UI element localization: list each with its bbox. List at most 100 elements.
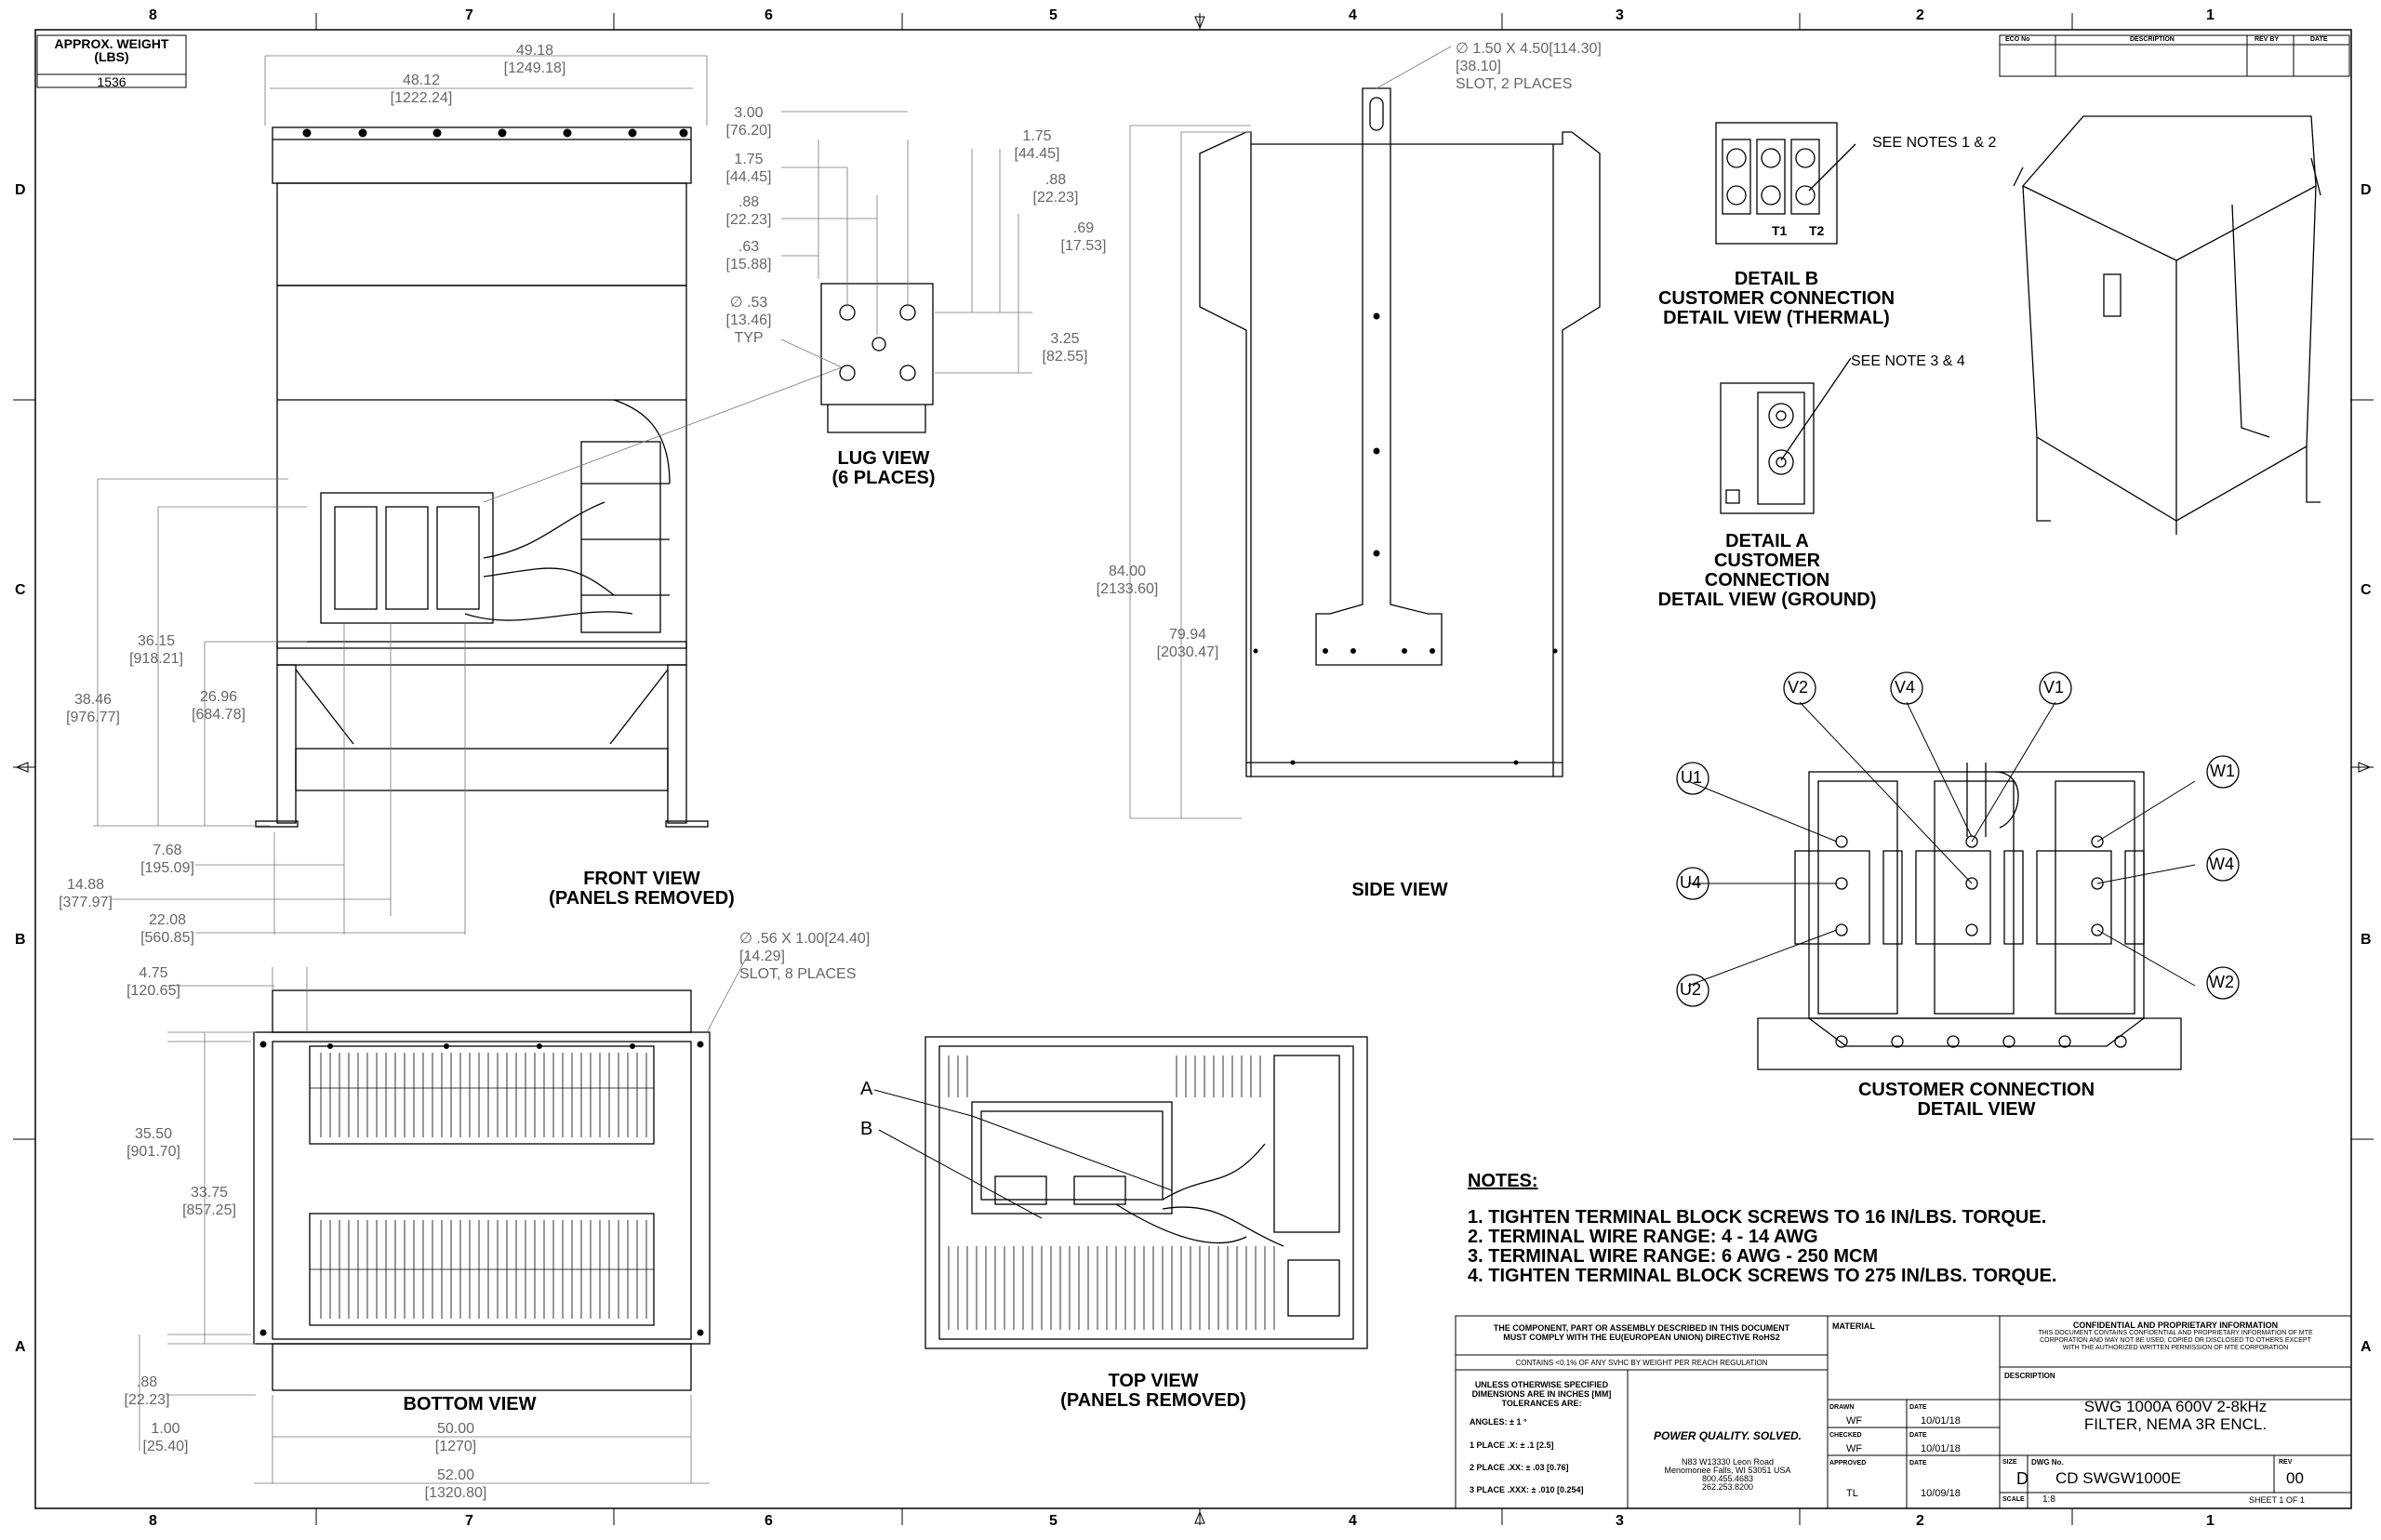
rev-table-revby: REV BY <box>2255 36 2280 43</box>
zone-7: 7 <box>465 7 473 23</box>
description-label: DESCRIPTION <box>2004 1372 2055 1380</box>
title-block <box>1455 1315 2352 1509</box>
terminal-u1: U1 <box>1681 768 1703 787</box>
bottom-view-title: BOTTOM VIEW <box>403 1394 537 1414</box>
zone-6: 6 <box>765 7 773 23</box>
lug-dim-1-75: 1.75[44.45] <box>725 152 772 185</box>
dwg-no-label: DWG No. <box>2031 1458 2064 1467</box>
side-dim-lines <box>1129 46 1452 819</box>
terminal-w2: W2 <box>2209 973 2234 991</box>
sheet-border <box>34 29 2352 1509</box>
detail-b-drawing <box>1715 122 1856 245</box>
zone-8: 8 <box>149 7 157 23</box>
bottom-dim-lines <box>139 952 750 1484</box>
lug-dim-lines <box>780 111 1032 374</box>
see-notes-3-4: SEE NOTE 3 & 4 <box>1851 353 1965 369</box>
checked-date-label: DATE <box>1909 1432 1927 1439</box>
tolerance-2-place: 2 PLACE .XX: ± .03 [0.76] <box>1470 1463 1569 1472</box>
top-view-slots <box>948 1055 1275 1330</box>
drawn-date: 10/01/18 <box>1921 1415 1961 1427</box>
company-slogan: POWER QUALITY. SOLVED. <box>1654 1429 1802 1442</box>
tolerance-angles: ANGLES: ± 1 ° <box>1470 1417 1527 1427</box>
notes-heading: NOTES: <box>1468 1171 1538 1191</box>
approved-date-label: DATE <box>1909 1460 1927 1467</box>
t1-label: T1 <box>1772 223 1788 238</box>
reach-statement: CONTAINS <0.1% OF ANY SVHC BY WEIGHT PER… <box>1515 1359 1768 1367</box>
front-view-bolts <box>302 128 688 138</box>
drawn-date-label: DATE <box>1909 1404 1927 1411</box>
zone-1: 1 <box>2206 7 2215 23</box>
dim-7-68: 7.68[195.09] <box>140 843 194 876</box>
zone-8-bottom: 8 <box>149 1513 157 1529</box>
slot-dim-1-50: ∅ 1.50 X 4.50[114.30][38.10]SLOT, 2 PLAC… <box>1456 41 1602 92</box>
zone-4-bottom: 4 <box>1349 1513 1357 1529</box>
zone-d: D <box>15 182 26 198</box>
zone-c: C <box>15 582 26 598</box>
checked-date: 10/01/18 <box>1921 1443 1961 1454</box>
notes: NOTES: 1. TIGHTEN TERMINAL BLOCK SCREWS … <box>1468 1172 2056 1286</box>
lug-dim-0-53: ∅ .53[13.46]TYP <box>725 295 772 346</box>
detail-a-drawing <box>1720 357 1852 514</box>
dim-52-00: 52.00[1320.80] <box>424 1467 487 1501</box>
note-4: 4. TIGHTEN TERMINAL BLOCK SCREWS TO 275 … <box>1468 1266 2057 1286</box>
dim-bottom-1-00: 1.00[25.40] <box>142 1421 189 1454</box>
note-1: 1. TIGHTEN TERMINAL BLOCK SCREWS TO 16 I… <box>1468 1207 2047 1228</box>
top-view-title: TOP VIEW(PANELS REMOVED) <box>1060 1371 1246 1411</box>
revision-table <box>1999 34 2350 77</box>
rev-table-date: DATE <box>2310 36 2328 43</box>
side-view-drawing <box>1199 87 1601 777</box>
checked-label: CHECKED <box>1829 1432 1862 1439</box>
zone-5-bottom: 5 <box>1049 1513 1057 1529</box>
dim-26-96: 26.96[684.78] <box>192 689 246 723</box>
lug-dim-r-0-69: .69[17.53] <box>1060 220 1107 254</box>
customer-connection-drawing <box>1757 763 2182 1070</box>
sheet-size: D <box>2016 1469 2029 1488</box>
bottom-view-drawing <box>253 989 711 1391</box>
terminal-w4: W4 <box>2209 855 2234 873</box>
note-2: 2. TERMINAL WIRE RANGE: 4 - 14 AWG <box>1468 1227 1818 1247</box>
zone-d-right: D <box>2361 182 2372 198</box>
rev-table-eco: ECO No <box>2005 36 2030 43</box>
terminal-u2: U2 <box>1680 980 1702 999</box>
zone-7-bottom: 7 <box>465 1513 473 1529</box>
lug-dim-r-1-75: 1.75[44.45] <box>1014 128 1060 162</box>
front-view-title: FRONT VIEW(PANELS REMOVED) <box>549 869 735 909</box>
zone-1-bottom: 1 <box>2206 1513 2215 1529</box>
terminal-v4: V4 <box>1895 678 1916 697</box>
dim-35-50: 35.50[901.70] <box>126 1126 180 1160</box>
callout-b: B <box>860 1119 873 1139</box>
side-view-holes <box>1253 312 1558 765</box>
terminal-u4: U4 <box>1680 873 1702 892</box>
drawn-label: DRAWN <box>1829 1404 1855 1411</box>
zone-c-right: C <box>2361 582 2372 598</box>
side-view-title: SIDE VIEW <box>1351 880 1448 900</box>
zone-4: 4 <box>1349 7 1357 23</box>
terminal-w1: W1 <box>2210 762 2235 780</box>
revision-number: 00 <box>2286 1469 2304 1487</box>
top-view-leaders <box>873 1089 1173 1219</box>
dim-36-15: 36.15[918.21] <box>129 633 183 667</box>
isometric-view-drawing <box>2013 115 2321 535</box>
lug-view-title: LUG VIEW(6 PLACES) <box>831 448 936 488</box>
zone-6-bottom: 6 <box>765 1513 773 1529</box>
t2-label: T2 <box>1809 223 1825 238</box>
note-3: 3. TERMINAL WIRE RANGE: 6 AWG - 250 MCM <box>1468 1246 1879 1267</box>
approved-date: 10/09/18 <box>1921 1488 1961 1499</box>
terminal-v1: V1 <box>2043 678 2065 697</box>
weight-value: 1536 <box>97 74 126 89</box>
dim-84-00: 84.00[2133.60] <box>1096 564 1159 597</box>
zone-2: 2 <box>1916 7 1924 23</box>
tolerance-1-place: 1 PLACE .X: ± .1 [2.5] <box>1470 1440 1554 1450</box>
checked-by: WF <box>1846 1443 1863 1454</box>
lug-dim-r-0-88: .88[22.23] <box>1032 172 1079 206</box>
terminal-circles <box>1676 671 2240 1007</box>
zone-5: 5 <box>1049 7 1057 23</box>
scale-value: 1:8 <box>2042 1494 2055 1505</box>
slot-dim-0-56: ∅ .56 X 1.00[24.40][14.29]SLOT, 8 PLACES <box>739 931 871 982</box>
